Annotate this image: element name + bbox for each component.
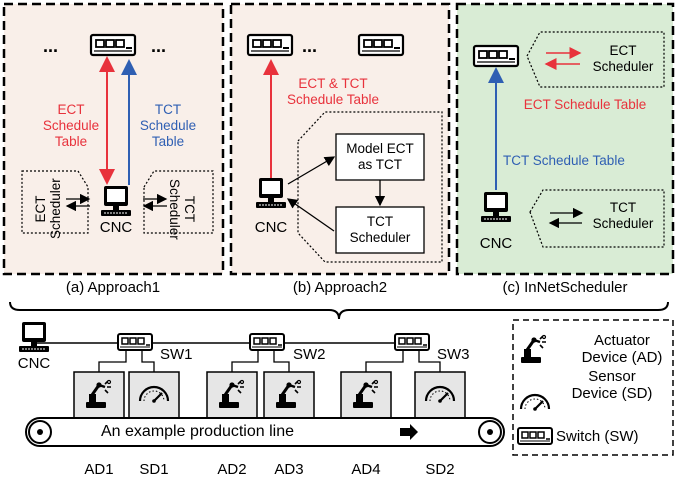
legend-switch-label: Switch (SW): [556, 428, 639, 445]
actuator-device-ad2: [206, 371, 258, 421]
network-diagram: [18, 321, 505, 447]
cnc-label: CNC: [17, 355, 51, 372]
switch-label-sw2: SW2: [293, 346, 326, 363]
panel-b-caption: (b) Approach2: [292, 279, 388, 296]
ect-scheduler-hexagon: [21, 170, 89, 234]
panel-c: [455, 2, 675, 276]
cnc-label: CNC: [479, 235, 513, 252]
cnc-computer-icon: [255, 177, 287, 209]
switch-icon: [89, 33, 137, 57]
direction-arrow-icon: [400, 424, 418, 440]
panel-a: [2, 2, 225, 276]
tct-scheduler-hexagon: [143, 170, 214, 234]
switch-icon: [357, 33, 405, 57]
device-label-sd2: SD2: [425, 461, 455, 478]
actuator-device-ad3: [263, 371, 315, 421]
tct-table-label: TCT Schedule Table: [503, 153, 625, 168]
switch-label-sw3: SW3: [437, 346, 470, 363]
switch-icon: [246, 33, 294, 57]
device-label-sd1: SD1: [139, 461, 169, 478]
ect-table-label: ECT Schedule Table: [523, 97, 647, 112]
device-label-ad3: AD3: [274, 461, 304, 478]
grouping-brace: [9, 301, 669, 320]
tct-scheduler-hexagon: [529, 189, 665, 248]
panel-c-caption: (c) InNetScheduler: [502, 279, 628, 296]
switch-icon: [249, 333, 285, 351]
legend: [512, 319, 674, 456]
switch-icon: [517, 427, 553, 445]
ellipsis: ...: [302, 36, 318, 56]
switch-icon: [117, 333, 153, 351]
ellipsis-left: ...: [43, 36, 59, 56]
tct-scheduler-box: [335, 206, 425, 254]
cnc-computer-icon: [100, 185, 132, 217]
cnc-label: CNC: [99, 219, 133, 236]
switch-icon: [394, 333, 430, 351]
panel-b: [229, 2, 451, 276]
switch-label-sw1: SW1: [160, 346, 193, 363]
device-label-ad4: AD4: [351, 461, 381, 478]
production-line-label: An example production line: [101, 423, 295, 440]
device-label-ad1: AD1: [84, 461, 114, 478]
ellipsis-right: ...: [151, 36, 167, 56]
cnc-computer-icon: [480, 191, 512, 223]
cnc-label: CNC: [254, 219, 288, 236]
switch-icon: [472, 44, 520, 68]
cnc-computer-icon: [18, 321, 50, 353]
sensor-device-sd1: [128, 371, 180, 421]
sensor-device-sd2: [414, 371, 466, 421]
device-label-ad2: AD2: [217, 461, 247, 478]
panel-a-caption: (a) Approach1: [65, 279, 161, 296]
actuator-device-ad4: [340, 371, 392, 421]
actuator-device-ad1: [73, 371, 125, 421]
conveyor-belt: [25, 417, 505, 447]
